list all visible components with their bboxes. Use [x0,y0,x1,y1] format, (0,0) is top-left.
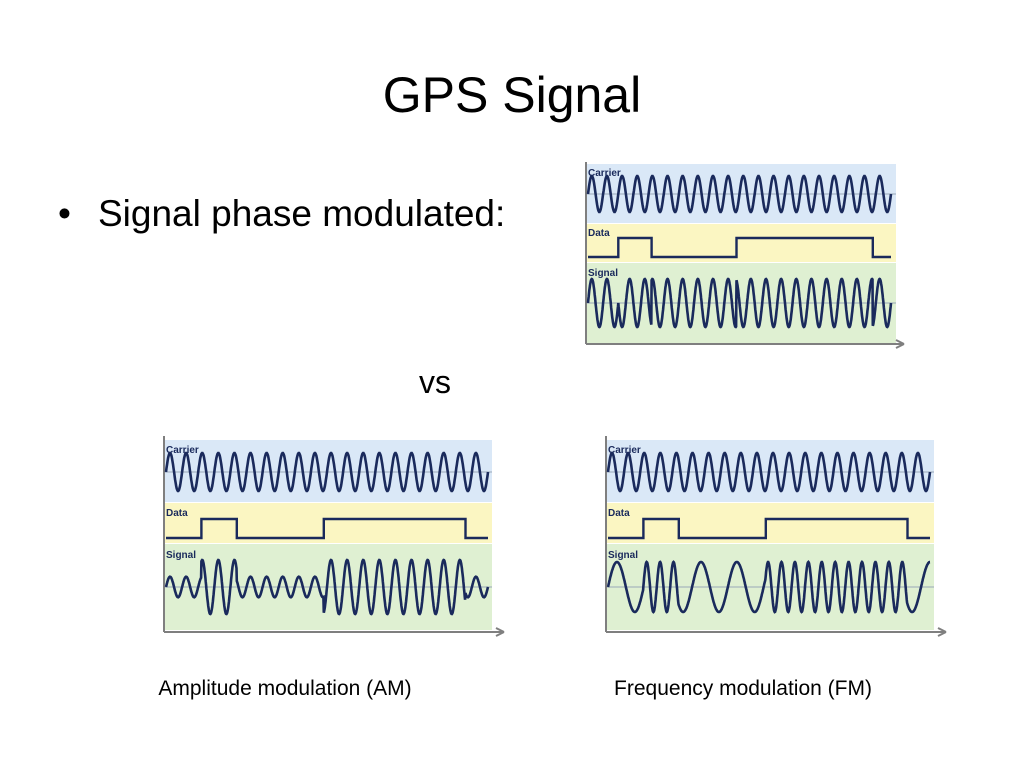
carrier-label: Carrier [608,445,641,456]
data-label: Data [166,508,188,519]
carrier-wave [586,174,893,214]
x-axis-arrow-icon [937,627,947,637]
amplitude-modulation-plot: Carrier Data Signal [163,436,505,637]
carrier-label: Carrier [588,168,621,179]
slide-title: GPS Signal [382,67,642,123]
data-band [586,224,896,262]
carrier-label: Carrier [166,445,199,456]
carrier-wave [164,451,490,493]
signal-wave [606,560,931,614]
x-axis-arrow-icon [495,627,505,637]
signal-label: Signal [608,550,638,561]
data-trace [608,517,930,540]
data-band [164,503,492,543]
data-label: Data [608,508,630,519]
data-band [606,503,934,543]
frequency-modulation-plot: Carrier Data Signal [605,436,947,637]
am-caption: Amplitude modulation (AM) [158,677,412,700]
phase-modulation-plot: Carrier Data Signal [585,162,905,349]
frequency-modulation-diagram: Carrier Data Signal [600,432,954,642]
phase-modulation-diagram: Carrier Data Signal [582,158,912,352]
bullet-text: Signal phase modulated: [98,193,506,234]
fm-caption: Frequency modulation (FM) [614,677,872,700]
carrier-wave [606,451,932,493]
signal-label: Signal [166,550,196,561]
bullet-dot-icon: • [58,193,71,234]
data-label: Data [588,228,610,239]
data-trace [588,236,891,259]
vs-label: vs [419,364,451,400]
signal-wave [586,277,893,329]
amplitude-modulation-diagram: Carrier Data Signal [158,432,512,642]
x-axis-arrow-icon [895,339,905,349]
bullet-item: • Signal phase modulated: [58,190,505,238]
signal-wave [164,558,490,616]
signal-label: Signal [588,268,618,279]
data-trace [166,517,488,540]
